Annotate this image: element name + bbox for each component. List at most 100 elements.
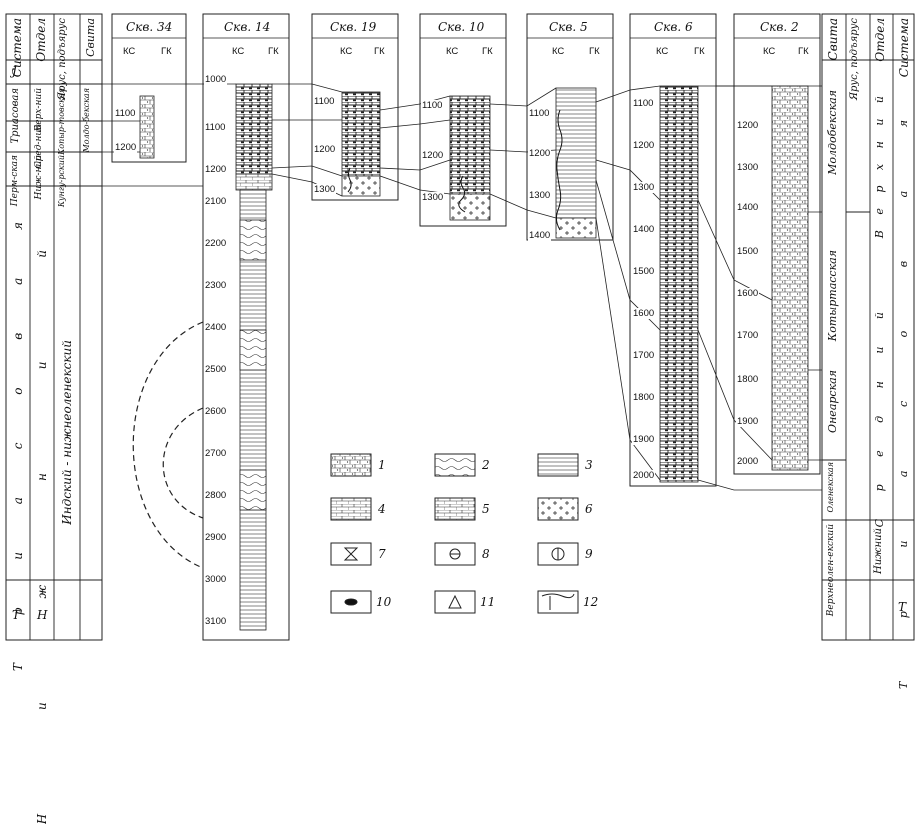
- w6-depth: 1400: [632, 224, 656, 235]
- well-14-title: Скв. 14: [224, 20, 271, 34]
- right-suite-header: Свита: [826, 18, 840, 61]
- w14-depth: 2700: [204, 448, 228, 459]
- w6-depth: 1700: [632, 350, 656, 361]
- well-10-title: Скв. 10: [438, 20, 485, 34]
- left-big-suite: Индский - нижнеоленекский: [60, 340, 74, 525]
- w5-depth: 1200: [528, 148, 552, 159]
- w6-depth: 1800: [632, 392, 656, 403]
- right-t-label: Т: [898, 600, 907, 614]
- legend-swatch-2: [434, 453, 476, 477]
- well-10-gk: ГК: [482, 46, 493, 57]
- w19-depth: 1100: [313, 96, 336, 107]
- w14-depth: 2300: [204, 280, 228, 291]
- w6-depth: 1600: [632, 308, 656, 319]
- left-j-label: J: [12, 64, 17, 78]
- left-perm-label: Перм-ская: [10, 155, 20, 207]
- well-34-gk: ГК: [161, 46, 172, 57]
- w14-depth: 1100: [204, 122, 227, 133]
- right-system-header: Система: [897, 18, 911, 78]
- w2-depth: 1500: [736, 246, 760, 257]
- right-verh-olen: Верхнеолен-екский: [826, 524, 836, 617]
- well-5-title: Скв. 5: [549, 20, 588, 34]
- w2-depth: 1400: [736, 202, 760, 213]
- w2-depth: 1800: [736, 374, 760, 385]
- left-kungur-label: Кунгу-рский: [57, 155, 66, 208]
- w14-depth: 1000: [204, 74, 228, 85]
- well-10-kc: КС: [446, 46, 459, 57]
- left-triassic-label: Триасовая: [10, 88, 21, 144]
- legend-swatch-11: [434, 590, 476, 614]
- well-2-gk: ГК: [798, 46, 809, 57]
- left-mold-label: Молдо-бекская: [82, 88, 91, 153]
- legend-num-6: 6: [585, 502, 593, 516]
- correlation-diagram: [5, 13, 915, 641]
- legend-num-11: 11: [480, 595, 496, 609]
- w2-depth: 1700: [736, 330, 760, 341]
- well-19-gk: ГК: [374, 46, 385, 57]
- well-19-kc: КС: [340, 46, 353, 57]
- left-big-division: Н и ж н и й: [35, 200, 49, 824]
- legend-num-7: 7: [378, 547, 386, 561]
- w14-depth: 2800: [204, 490, 228, 501]
- w14-depth: 2600: [204, 406, 228, 417]
- legend-swatch-4: [330, 497, 372, 521]
- right-upper-label: В е р х н и й: [873, 90, 886, 239]
- well-5-kc: КС: [552, 46, 565, 57]
- w19-depth: 1300: [313, 184, 337, 195]
- right-mold-label: Молдобекская: [826, 90, 839, 175]
- triangle-fossil-icon: [448, 594, 462, 609]
- w10-depth: 1300: [421, 192, 445, 203]
- w14-depth: 3000: [204, 574, 228, 585]
- legend-num-12: 12: [583, 595, 599, 609]
- w2-depth: 1200: [736, 120, 760, 131]
- w2-depth: 2000: [736, 456, 760, 467]
- right-kotyr-label: Котыртасская: [826, 250, 839, 342]
- well-19-title: Скв. 19: [330, 20, 377, 34]
- left-suite-header: Свита: [84, 18, 97, 57]
- well-6-kc: КС: [656, 46, 669, 57]
- w2-depth: 1300: [736, 162, 760, 173]
- w14-depth: 1200: [204, 164, 228, 175]
- w6-depth: 1100: [632, 98, 655, 109]
- w2-depth: 1900: [736, 416, 760, 427]
- w10-depth: 1100: [421, 100, 444, 111]
- right-olen-label: Оленекская: [826, 462, 835, 513]
- legend-swatch-1: [330, 453, 372, 477]
- w5-depth: 1300: [528, 190, 552, 201]
- w6-depth: 1200: [632, 140, 656, 151]
- w2-depth: 1600: [736, 288, 760, 299]
- w5-depth: 1400: [528, 230, 552, 241]
- w19-depth: 1200: [313, 144, 337, 155]
- w34-depth: 1200: [114, 142, 138, 153]
- w6-depth: 2000: [632, 470, 656, 481]
- legend-num-8: 8: [482, 547, 490, 561]
- well-2-kc: КС: [763, 46, 776, 57]
- well-14-gk: ГК: [268, 46, 279, 57]
- legend-num-2: 2: [482, 458, 490, 472]
- legend-num-5: 5: [482, 502, 490, 516]
- w14-depth: 2900: [204, 532, 228, 543]
- well-34-title: Скв. 34: [126, 20, 173, 34]
- w14-depth: 2100: [204, 196, 228, 207]
- well-34-kc: КС: [123, 46, 136, 57]
- left-big-system: Т р и а с о в а я: [11, 200, 25, 672]
- legend-num-9: 9: [585, 547, 593, 561]
- well-5-gk: ГК: [589, 46, 600, 57]
- left-bottom-h: Н: [37, 608, 48, 622]
- w6-depth: 1900: [632, 434, 656, 445]
- w14-depth: 2500: [204, 364, 228, 375]
- legend-swatch-5: [434, 497, 476, 521]
- left-division-header: Отдел: [34, 18, 48, 62]
- w10-depth: 1200: [421, 150, 445, 161]
- legend-swatch-12: [537, 590, 579, 614]
- w14-depth: 3100: [204, 616, 228, 627]
- crack-icon: [541, 593, 575, 610]
- well-6-gk: ГК: [694, 46, 705, 57]
- right-middle-label: С р е д н и й: [873, 300, 886, 528]
- well-14-kc: КС: [232, 46, 245, 57]
- left-kopyr-label: Копыр-товская: [57, 88, 66, 155]
- black-lens-icon: [344, 598, 358, 606]
- right-onear-label: Онеарская: [826, 370, 839, 433]
- well-6-title: Скв. 6: [654, 20, 693, 34]
- legend-swatch-3: [537, 453, 579, 477]
